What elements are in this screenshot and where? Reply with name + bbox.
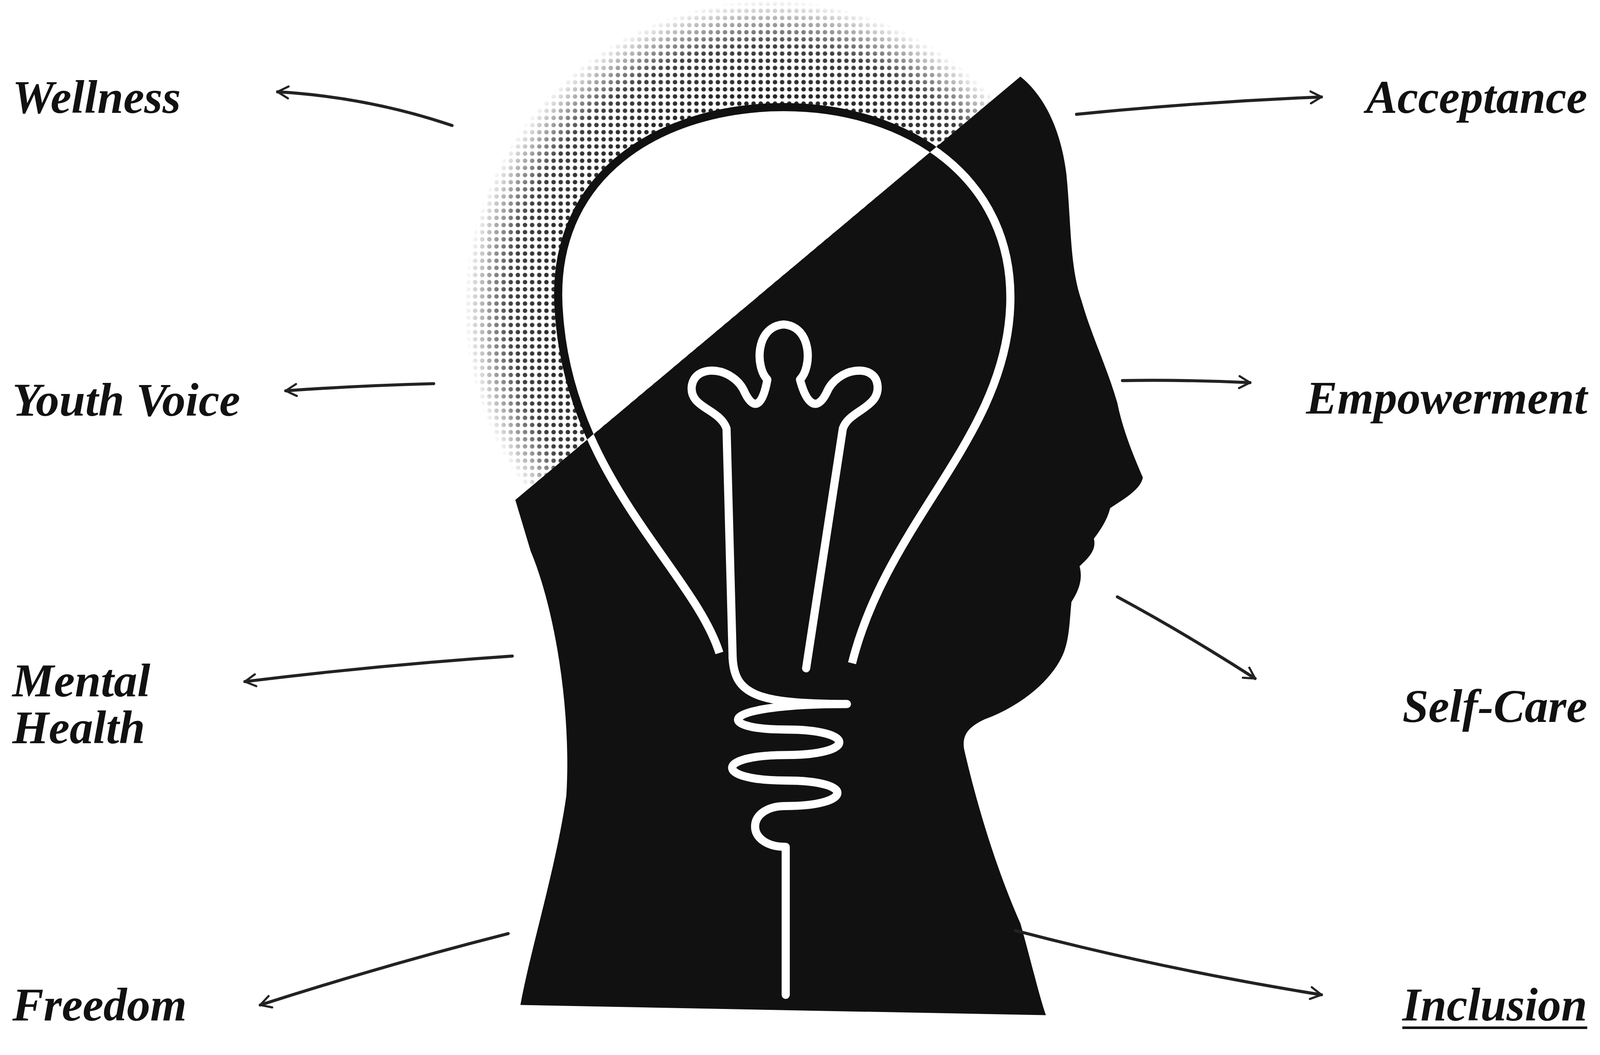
leader-arrow xyxy=(1076,97,1322,115)
leader-arrow xyxy=(1117,596,1255,679)
leader-arrow xyxy=(277,92,453,126)
bulb-filament xyxy=(691,324,878,669)
bulb-coil xyxy=(732,658,847,996)
concept-label: Wellness xyxy=(12,73,181,121)
concept-label: Empowerment xyxy=(1306,374,1588,422)
bulb-outline xyxy=(558,107,1011,664)
leader-arrow xyxy=(260,933,509,1006)
head-silhouette xyxy=(515,76,1143,1016)
concept-label: Freedom xyxy=(12,981,187,1029)
concept-label: Self-Care xyxy=(1402,682,1588,730)
leader-arrow xyxy=(1015,930,1322,996)
leader-arrow xyxy=(285,383,434,392)
concept-label: Youth Voice xyxy=(12,376,241,424)
concept-label: Inclusion xyxy=(1402,981,1588,1029)
concept-label: Acceptance xyxy=(1366,73,1588,121)
leader-arrow xyxy=(244,656,513,682)
concept-label: Mental Health xyxy=(12,657,209,752)
leader-arrow xyxy=(1122,380,1250,383)
